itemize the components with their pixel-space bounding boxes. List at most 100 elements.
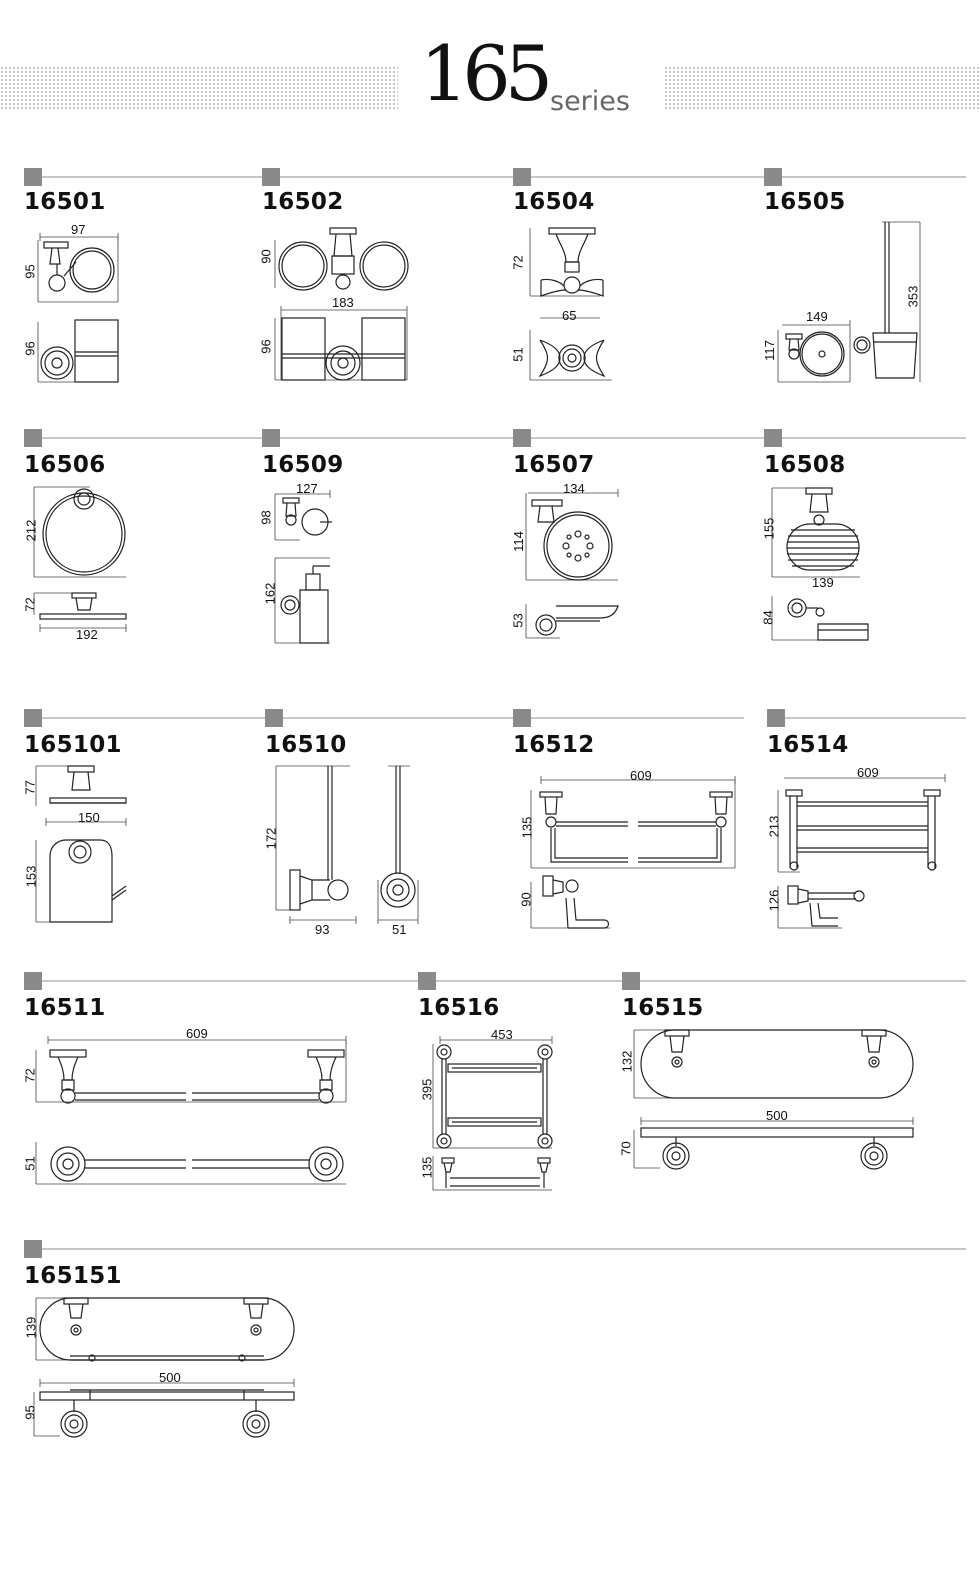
drawing-16508 (771, 487, 869, 641)
dimension-label: 72 (22, 1068, 38, 1083)
dimension-label: 97 (71, 222, 86, 237)
drawing-16501 (37, 233, 119, 383)
drawing-16515 (633, 1029, 914, 1170)
dimension-label: 53 (510, 613, 526, 628)
dimension-label: 609 (186, 1026, 208, 1041)
dimension-label: 127 (296, 481, 318, 496)
dimension-label: 90 (518, 892, 534, 907)
marker-16508 (764, 429, 782, 447)
dimension-label: 155 (761, 517, 777, 540)
drawing-16516 (432, 1036, 553, 1191)
dimension-label: 95 (22, 1405, 38, 1420)
product-code: 16514 (767, 732, 849, 758)
drawing-16502 (274, 227, 409, 381)
dimension-label: 51 (392, 922, 407, 937)
marker-16515 (622, 972, 640, 990)
dimension-label: 72 (22, 597, 38, 612)
row-rule-1 (24, 176, 966, 178)
drawing-16509 (274, 490, 332, 644)
dimension-label: 500 (159, 1370, 181, 1385)
product-code: 16504 (513, 189, 595, 215)
product-code: 16507 (513, 452, 595, 478)
dimension-label: 65 (562, 308, 577, 323)
drawing-16507 (525, 489, 619, 639)
marker-16501 (24, 168, 42, 186)
dimension-label: 453 (491, 1027, 513, 1042)
dimension-label: 192 (76, 627, 98, 642)
dimension-label: 139 (23, 1316, 39, 1339)
dimension-label: 132 (619, 1050, 635, 1073)
dimension-label: 114 (510, 531, 526, 552)
marker-16506 (24, 429, 42, 447)
row-rule-4 (24, 980, 966, 982)
dimension-label: 117 (761, 340, 777, 361)
product-code: 16506 (24, 452, 106, 478)
drawing-165151 (33, 1297, 295, 1438)
dimension-label: 150 (78, 810, 100, 825)
row-rule-5 (24, 1248, 966, 1250)
dimension-label: 126 (766, 889, 782, 912)
dimension-label: 51 (510, 347, 526, 362)
dimension-label: 135 (419, 1156, 435, 1179)
dimension-label: 72 (510, 255, 526, 270)
marker-16505 (764, 168, 782, 186)
header-dot-pattern-left (0, 66, 398, 110)
product-code: 16501 (24, 189, 106, 215)
drawing-16511 (35, 1036, 347, 1185)
drawing-16514 (777, 774, 946, 929)
dimension-label: 149 (806, 309, 828, 324)
dimension-label: 153 (23, 865, 39, 888)
dimension-label: 162 (262, 582, 278, 605)
row-rule-3b (770, 717, 966, 719)
drawing-16512 (530, 776, 736, 929)
dimension-label: 139 (812, 575, 834, 590)
dimension-label: 395 (419, 1078, 435, 1101)
series-number: 165 (420, 29, 553, 118)
drawing-16504 (529, 227, 612, 381)
marker-16511 (24, 972, 42, 990)
dimension-label: 609 (630, 768, 652, 783)
product-code: 16515 (622, 995, 704, 1021)
product-code: 16509 (262, 452, 344, 478)
dimension-label: 183 (332, 295, 354, 310)
drawing-165101 (35, 765, 127, 923)
marker-16512 (513, 709, 531, 727)
dimension-label: 95 (22, 264, 38, 279)
marker-165151 (24, 1240, 42, 1258)
marker-16510 (265, 709, 283, 727)
drawing-16506 (33, 486, 127, 632)
series-label: series (550, 86, 630, 117)
dimension-label: 212 (23, 519, 39, 542)
row-rule-3a (24, 717, 744, 719)
marker-16504 (513, 168, 531, 186)
dimension-label: 77 (22, 780, 38, 795)
product-code: 16508 (764, 452, 846, 478)
product-code: 16510 (265, 732, 347, 758)
dimension-label: 500 (766, 1108, 788, 1123)
dimension-label: 609 (857, 765, 879, 780)
product-code: 16512 (513, 732, 595, 758)
marker-16502 (262, 168, 280, 186)
marker-16509 (262, 429, 280, 447)
dimension-label: 96 (22, 341, 38, 356)
marker-165101 (24, 709, 42, 727)
dimension-label: 135 (519, 816, 535, 839)
dimension-label: 134 (563, 481, 585, 496)
header-dot-pattern-right (664, 66, 980, 110)
dimension-label: 172 (263, 827, 279, 850)
dimension-label: 84 (760, 610, 776, 625)
product-code: 16505 (764, 189, 846, 215)
product-code: 165101 (24, 732, 122, 758)
drawing-16510 (275, 765, 419, 924)
dimension-label: 51 (22, 1156, 38, 1171)
marker-16514 (767, 709, 785, 727)
marker-16516 (418, 972, 436, 990)
product-code: 165151 (24, 1263, 122, 1289)
dimension-label: 96 (258, 339, 274, 354)
row-rule-2 (24, 437, 966, 439)
dimension-label: 70 (618, 1141, 634, 1156)
product-code: 16502 (262, 189, 344, 215)
drawing-16505 (777, 221, 921, 383)
product-code: 16511 (24, 995, 106, 1021)
